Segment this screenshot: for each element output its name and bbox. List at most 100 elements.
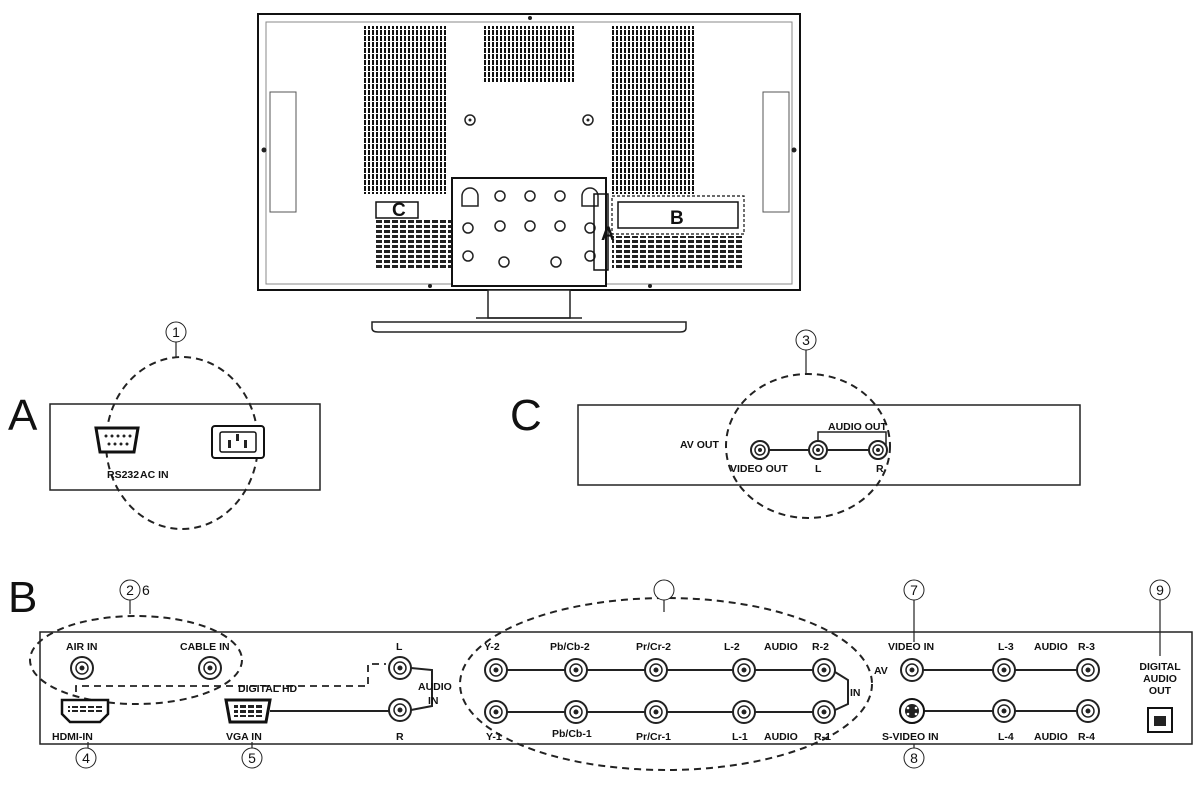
panel-a-letter: A xyxy=(8,391,38,440)
air-in-label: AIR IN xyxy=(66,641,98,653)
callout-1-badge xyxy=(165,321,187,343)
callout-3-number: 3 xyxy=(802,332,810,348)
y1-label: Y-1 xyxy=(486,731,502,743)
region-b-label: B xyxy=(670,208,684,229)
prcr2-jack xyxy=(644,658,668,682)
region-b-marker xyxy=(611,195,745,235)
av-label: AV xyxy=(874,665,888,677)
y1-jack xyxy=(484,700,508,724)
svideo-in-label: S-VIDEO IN xyxy=(882,731,939,743)
r4-label: R-4 xyxy=(1078,731,1095,743)
callout-3-badge xyxy=(795,329,817,351)
audio-out-label: AUDIO OUT xyxy=(828,421,888,433)
l1-label: L-1 xyxy=(732,731,748,743)
pc-audio-l-jack xyxy=(388,656,412,680)
air-in-jack xyxy=(70,656,94,680)
digital-label: DIGITAL xyxy=(1139,661,1181,673)
svideo-in-jack xyxy=(899,698,925,724)
callout-3-circle xyxy=(725,373,891,519)
tv-rear-view: C B A xyxy=(257,13,801,333)
y2-jack xyxy=(484,658,508,682)
cable-in-jack xyxy=(198,656,222,680)
l4-jack xyxy=(992,699,1016,723)
pc-audio-in-label: IN xyxy=(428,695,439,707)
r1-label: R-1 xyxy=(814,731,831,743)
digital-hd-bracket xyxy=(75,663,386,692)
vga-in-port xyxy=(224,698,272,724)
panel-a: A 1 RS232 AC IN xyxy=(8,321,321,530)
pc-audio-l-label: L xyxy=(396,641,403,653)
callout-2-number: 2 xyxy=(126,582,134,598)
vent-grille-center xyxy=(484,26,574,82)
callout-7-number: 7 xyxy=(910,582,918,598)
panel-c-box xyxy=(577,404,1081,486)
l2-label: L-2 xyxy=(724,641,740,653)
video-in-jack xyxy=(900,658,924,682)
prcr2-label: Pr/Cr-2 xyxy=(636,641,671,653)
pbcb1-label: Pb/Cb-1 xyxy=(552,728,592,740)
ac-in-port xyxy=(211,425,265,459)
callout-8-badge xyxy=(903,747,925,769)
callout-5-badge xyxy=(241,747,263,769)
panel-b-letter: B xyxy=(8,573,37,622)
digital-audio-label: AUDIO xyxy=(1143,673,1177,685)
callout-1-number: 1 xyxy=(172,324,180,340)
callout-5-number: 5 xyxy=(248,750,256,766)
digital-hd-label: DIGITAL HD xyxy=(238,683,298,695)
l1-jack xyxy=(732,700,756,724)
vent-grille-left xyxy=(362,26,448,194)
region-c-label: C xyxy=(392,200,406,221)
callout-8-number: 8 xyxy=(910,750,918,766)
r1-jack xyxy=(812,700,836,724)
rs232-label: RS232 xyxy=(107,469,139,481)
left-handle xyxy=(269,91,297,213)
panel-b: B 2 6 AIR IN CABLE IN DIGITAL HD HDMI-IN… xyxy=(8,573,1193,771)
audio2-label: AUDIO xyxy=(764,641,798,653)
pc-audio-r-jack xyxy=(388,698,412,722)
hdmi-in-label: HDMI-IN xyxy=(52,731,93,743)
prcr1-label: Pr/Cr-1 xyxy=(636,731,671,743)
rs232-port xyxy=(94,426,140,454)
vga-in-label: VGA IN xyxy=(226,731,262,743)
y2-label: Y-2 xyxy=(484,641,500,653)
stand-neck xyxy=(487,289,571,319)
vent-grille-right xyxy=(610,26,696,194)
audio4-label: AUDIO xyxy=(1034,731,1068,743)
digital-out-label: OUT xyxy=(1149,685,1172,697)
r3-jack xyxy=(1076,658,1100,682)
audio1-label: AUDIO xyxy=(764,731,798,743)
r2-label: R-2 xyxy=(812,641,829,653)
hdmi-in-port xyxy=(60,698,110,724)
region-a-label: A xyxy=(601,224,615,245)
pbcb1-jack xyxy=(564,700,588,724)
cable-in-label: CABLE IN xyxy=(180,641,230,653)
component-in-label: IN xyxy=(850,687,861,699)
l2-jack xyxy=(732,658,756,682)
ac-in-label: AC IN xyxy=(140,469,169,481)
video-in-label: VIDEO IN xyxy=(888,641,934,653)
l4-label: L-4 xyxy=(998,731,1014,743)
region-a-marker xyxy=(593,193,609,271)
video-out-label: VIDEO OUT xyxy=(730,463,788,475)
callout-6-number: 6 xyxy=(142,582,150,598)
panel-c-letter: C xyxy=(510,391,542,440)
r2-jack xyxy=(812,658,836,682)
component-callout-circle xyxy=(459,597,873,771)
video-out-jack xyxy=(750,440,770,460)
region-c-marker xyxy=(375,201,419,219)
callout-4-badge xyxy=(75,747,97,769)
panel-b-box xyxy=(39,631,1193,745)
panel-a-box xyxy=(49,403,321,491)
callout-9-number: 9 xyxy=(1156,582,1164,598)
av-out-label: AV OUT xyxy=(680,439,719,451)
audio-out-r-jack xyxy=(868,440,888,460)
r3-label: R-3 xyxy=(1078,641,1095,653)
component-callout-badge xyxy=(653,579,675,601)
pc-audio-label: AUDIO xyxy=(418,681,452,693)
stand-base xyxy=(371,321,687,333)
audio-out-l-label: L xyxy=(815,463,822,475)
digital-audio-out-port xyxy=(1147,707,1173,733)
panel-c: C 3 AV OUT AUDIO OUT VIDEO OUT L R xyxy=(510,329,1081,519)
l3-jack xyxy=(992,658,1016,682)
